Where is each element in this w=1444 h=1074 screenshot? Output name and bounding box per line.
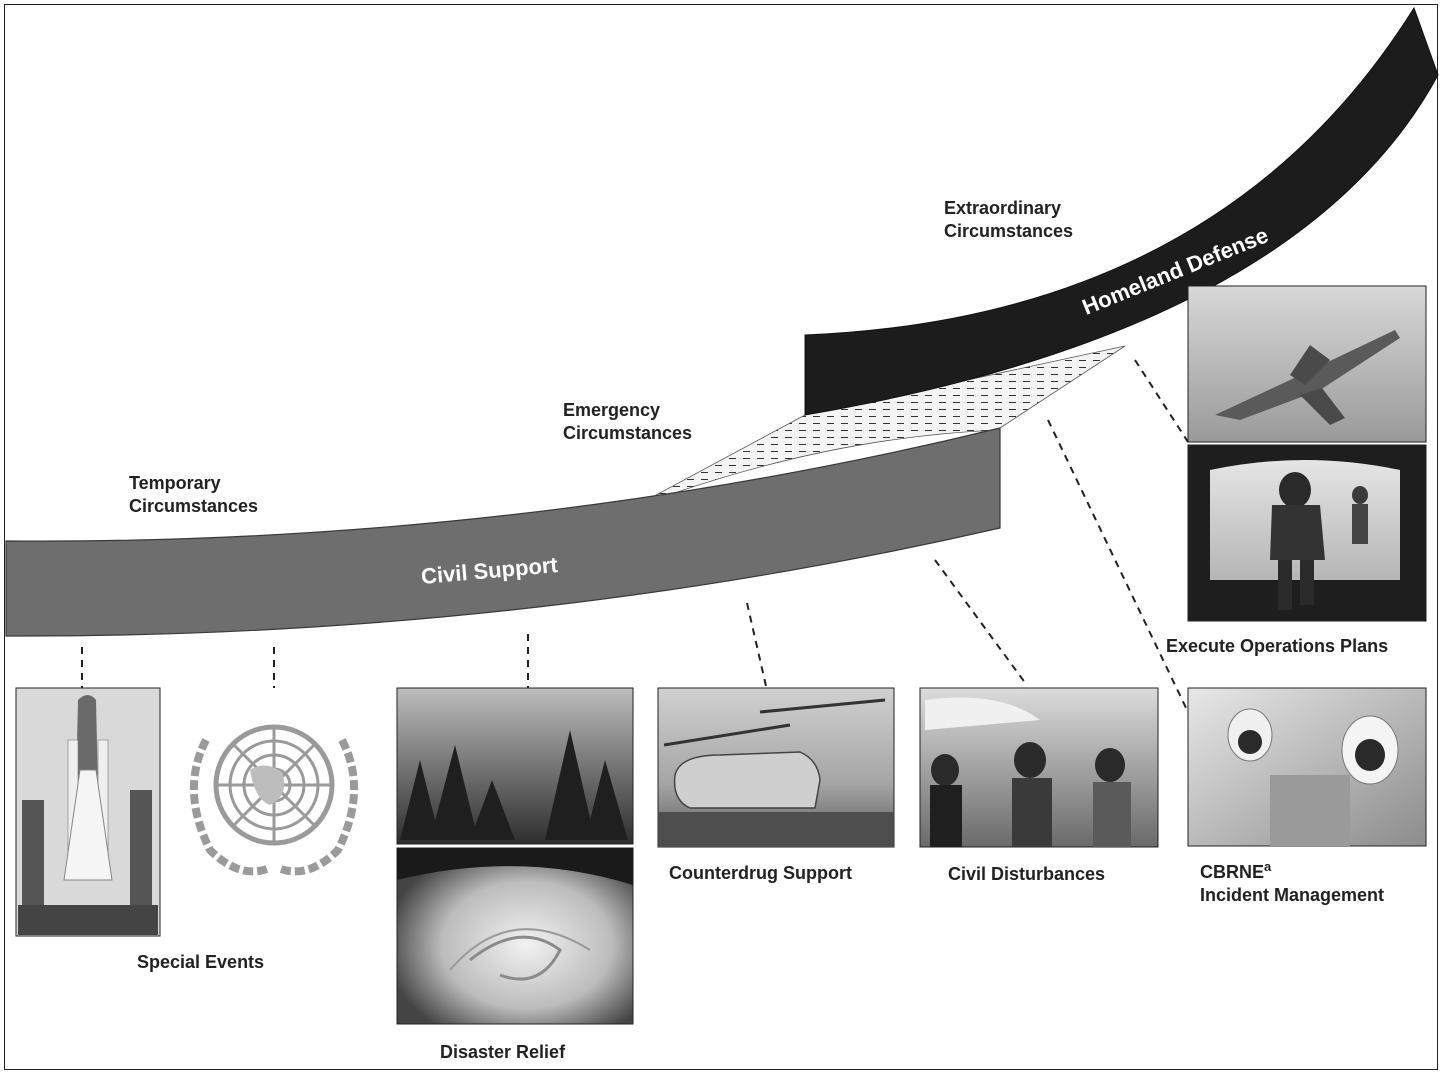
connector-cbrne — [1047, 419, 1189, 713]
homeland-defense-band — [804, 6, 1439, 416]
forest-fire-photo — [396, 687, 634, 845]
special-events-caption: Special Events — [137, 952, 265, 972]
disaster-relief-caption: Disaster Relief — [440, 1042, 566, 1062]
extraordinary-line-1: Extraordinary — [944, 198, 1062, 218]
extraordinary-line-2: Circumstances — [944, 221, 1074, 241]
civil-disturbances-photo — [919, 687, 1159, 848]
cbrne-hazmat-photo — [1187, 687, 1427, 847]
extraordinary-circumstances-label: Extraordinary Circumstances — [944, 197, 1073, 243]
incident-management-line: Incident Management — [1200, 885, 1385, 905]
fighter-jet-photo — [1187, 285, 1427, 443]
cbrne-incident-management-caption: CBRNEa Incident Management — [1200, 859, 1385, 907]
temporary-line-1: Temporary — [129, 473, 221, 493]
connector-operations-plans — [1134, 359, 1189, 443]
civil-disturbances-caption: Civil Disturbances — [948, 864, 1106, 884]
space-shuttle-photo — [15, 687, 161, 937]
emergency-circumstances-label: Emergency Circumstances — [563, 399, 692, 445]
cbrne-footnote-marker: a — [1264, 859, 1272, 874]
temporary-circumstances-label: Temporary Circumstances — [129, 472, 258, 518]
emergency-line-2: Circumstances — [563, 423, 693, 443]
temporary-line-2: Circumstances — [129, 496, 259, 516]
hurricane-photo — [396, 847, 634, 1025]
connector-civil-disturbances — [934, 559, 1027, 685]
helicopter-photo — [657, 687, 895, 848]
cbrne-line: CBRNEa — [1200, 859, 1384, 884]
execute-operations-plans-caption: Execute Operations Plans — [1166, 636, 1389, 656]
connector-counterdrug — [746, 602, 767, 687]
troops-photo — [1187, 444, 1427, 622]
connector-lines — [81, 359, 1189, 713]
cbrne-text: CBRNE — [1200, 862, 1265, 882]
diagram-frame — [4, 4, 1438, 1070]
emergency-line-1: Emergency — [563, 400, 661, 420]
counterdrug-support-caption: Counterdrug Support — [669, 863, 852, 883]
un-emblem-icon — [189, 724, 359, 876]
civil-support-band — [5, 427, 1001, 637]
